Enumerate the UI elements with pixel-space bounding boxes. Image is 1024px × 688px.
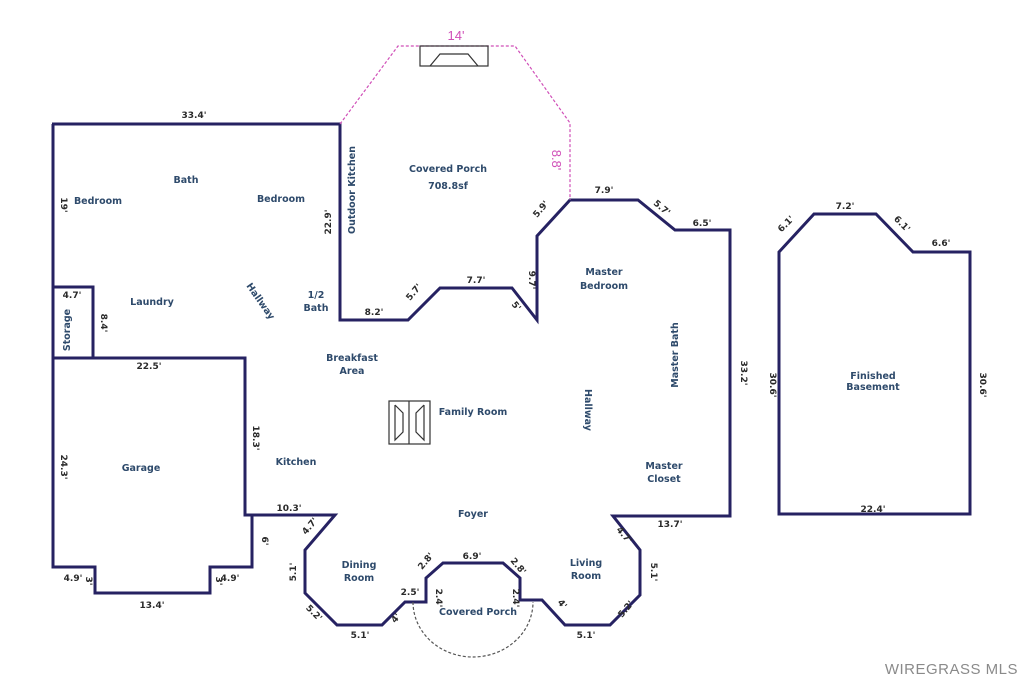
dimension-label: 5.1' — [289, 563, 299, 582]
dimension-label: 8.4' — [98, 314, 108, 333]
dimension-label: 22.9' — [324, 210, 334, 235]
room-label: Master Bath — [670, 322, 681, 388]
covered-porch-outline — [339, 45, 571, 200]
room-label: Family Room — [439, 407, 508, 418]
porch-dimension: 14' — [448, 28, 465, 43]
room-label: Covered Porch — [409, 164, 487, 175]
dimension-label: 2.5' — [401, 588, 420, 598]
main-house-outline — [51, 122, 732, 627]
dimension-label: 4.9' — [221, 574, 240, 584]
dimension-label: 5.1' — [648, 563, 658, 582]
dimension-label: 4' — [555, 598, 568, 611]
room-label: Bedroom — [580, 281, 628, 292]
basement-outline — [777, 212, 972, 516]
dimension-label: 9.7' — [526, 271, 536, 290]
fireplace-icon — [388, 400, 431, 445]
dimension-labels: 33.4' 19' 22.9' 4.7' 8.4' 22.5' 18.3' 24.3' 10.3… — [58, 111, 987, 641]
dimension-label: 24.3' — [58, 455, 68, 480]
room-label: Room — [344, 573, 374, 584]
dimension-label: 5.9' — [532, 199, 552, 220]
room-label: Master — [645, 461, 683, 472]
dimension-label: 33.4' — [182, 111, 207, 121]
room-label: Storage — [62, 309, 73, 351]
dimension-label: 7.9' — [595, 186, 614, 196]
dimension-label: 2.8' — [417, 551, 437, 572]
room-label: Garage — [122, 463, 161, 474]
dimension-label: 5.7' — [651, 199, 672, 219]
room-label: Closet — [647, 474, 681, 485]
room-label: 708.8sf — [428, 181, 469, 192]
dimension-label: 19' — [58, 197, 68, 212]
room-label: Area — [340, 366, 365, 377]
room-label: Finished — [850, 371, 895, 382]
room-label: Bath — [174, 175, 199, 186]
dimension-label: 2.4' — [433, 589, 443, 608]
room-label: Bath — [304, 303, 329, 314]
room-label: Outdoor Kitchen — [347, 146, 358, 234]
room-label: Foyer — [458, 509, 488, 520]
garage-wall — [53, 356, 252, 517]
room-label: Kitchen — [276, 457, 317, 468]
dimension-label: 4.7' — [63, 291, 82, 301]
dimension-label: 3' — [213, 576, 223, 585]
walls — [51, 122, 972, 627]
room-label: Basement — [846, 382, 900, 393]
porch-dimension: 8.8' — [549, 150, 564, 171]
dimension-label: 5.7' — [405, 282, 425, 303]
dimension-label: 7.7' — [467, 276, 486, 286]
dimension-label: 5' — [509, 300, 522, 313]
room-label: Master — [585, 267, 623, 278]
watermark: WIREGRASS MLS — [885, 661, 1018, 678]
dimension-label: 6.6' — [932, 239, 951, 249]
dimension-label: 13.4' — [140, 601, 165, 611]
room-label: Hallway — [244, 281, 278, 322]
dimension-label: 6.9' — [463, 552, 482, 562]
dimension-label: 13.7' — [658, 520, 683, 530]
room-label: Bedroom — [257, 194, 305, 205]
dimension-label: 2.4' — [510, 589, 520, 608]
outdoor-fireplace-icon — [419, 45, 489, 67]
dimension-label: 8.2' — [365, 308, 384, 318]
dimension-label: 6' — [259, 536, 269, 545]
room-label: Living — [570, 558, 602, 569]
dimension-label: 5.1' — [577, 631, 596, 641]
room-label: 1/2 — [308, 290, 325, 301]
dimension-label: 30.6' — [767, 373, 777, 398]
dimension-label: 6.1' — [776, 214, 796, 234]
room-label: Breakfast — [326, 353, 378, 364]
dimension-label: 30.6' — [977, 373, 987, 398]
dimension-label: 4.9' — [64, 574, 83, 584]
dimension-label: 22.5' — [137, 362, 162, 372]
dimension-label: 33.2' — [738, 361, 748, 386]
dimension-label: 18.3' — [250, 426, 260, 451]
storage-wall — [53, 285, 95, 358]
dimension-label: 3' — [83, 576, 93, 585]
room-label: Hallway — [582, 389, 593, 432]
room-label: Room — [571, 571, 601, 582]
room-label: Covered Porch — [439, 607, 517, 618]
room-label: Dining — [342, 560, 377, 571]
room-label: Bedroom — [74, 196, 122, 207]
front-porch-arc — [412, 601, 534, 658]
dimension-label: 10.3' — [277, 504, 302, 514]
dimension-label: 4.7' — [614, 525, 634, 546]
dimension-label: 22.4' — [861, 505, 886, 515]
dimension-label: 7.2' — [836, 202, 855, 212]
room-label: Laundry — [130, 297, 174, 308]
dimension-label: 5.1' — [351, 631, 370, 641]
dimension-label: 2.8' — [508, 556, 528, 577]
dimension-label: 6.5' — [693, 219, 712, 229]
